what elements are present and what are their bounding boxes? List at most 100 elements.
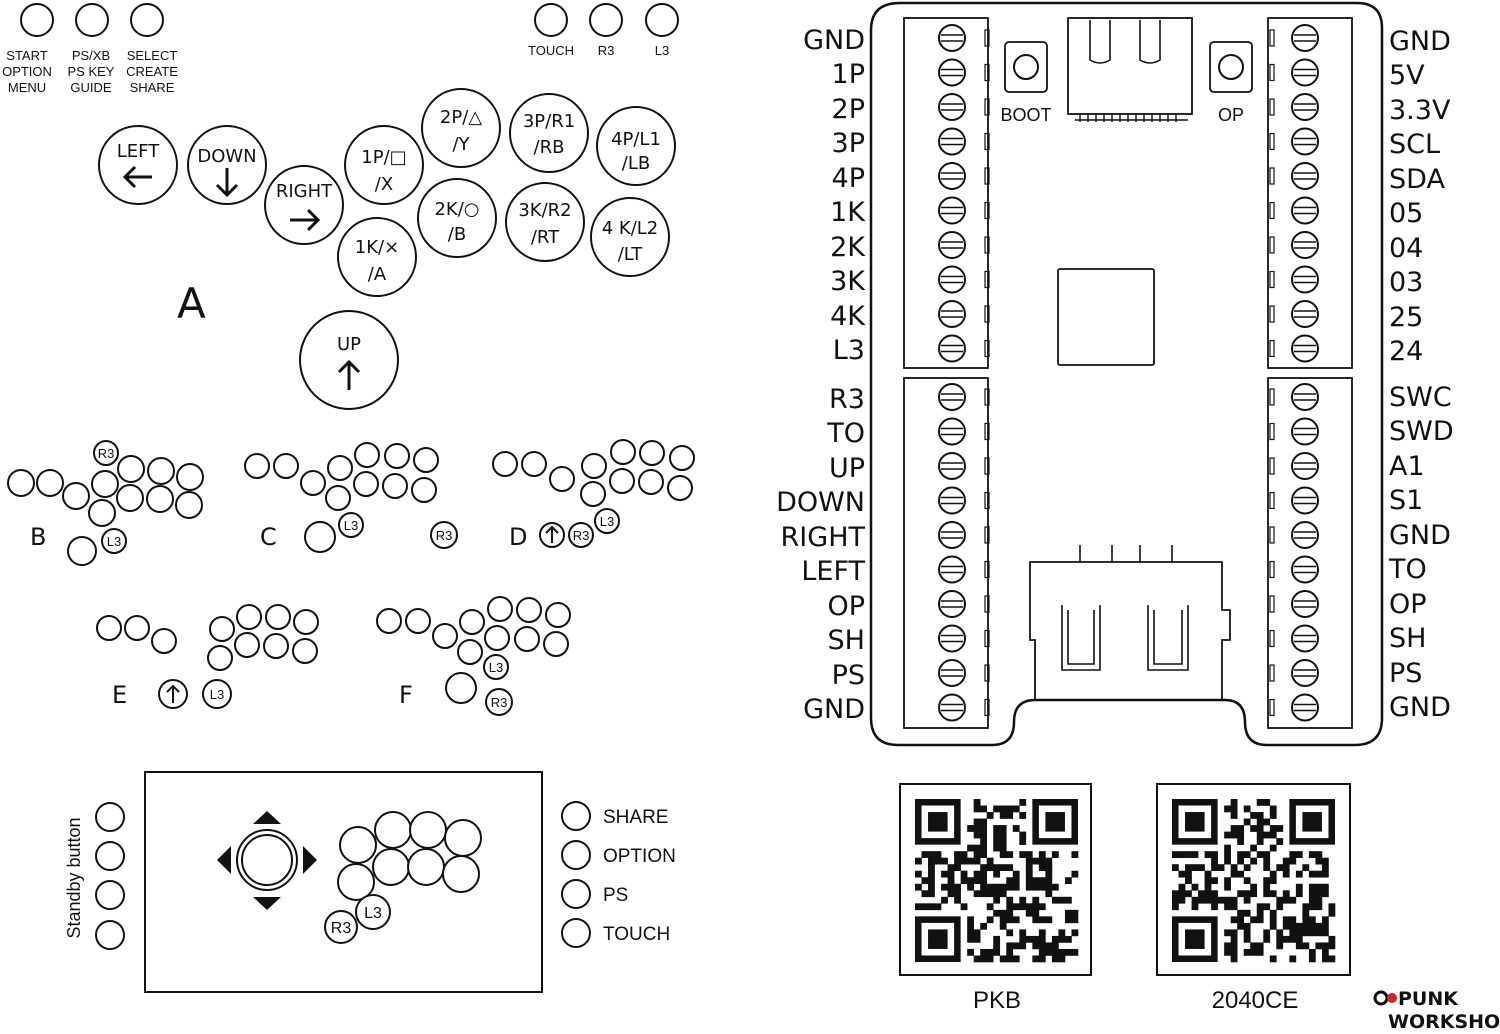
qr-module [993,935,1001,943]
board-outline [869,1,1384,747]
pin-label-right-top: 3.3V [1389,95,1451,126]
qr-module [1263,903,1271,911]
qr-module [973,870,981,878]
qr-module [1224,942,1231,950]
qr-module [1012,825,1020,832]
ps-key-label-line3: GUIDE [70,80,112,95]
qr-module [1237,831,1245,839]
panel-action-button [339,826,377,864]
qr-module [1217,864,1225,872]
qr-module [1289,916,1297,924]
qr-module [1064,948,1072,956]
layout-c-r3-button [430,521,458,549]
qr-module [1064,909,1072,917]
layout-e-button [234,632,260,658]
qr-module [1308,929,1316,937]
qr-module [1243,805,1251,813]
screw-slot-icon [1294,427,1316,436]
terminal-screw [938,590,966,618]
qr-module [1269,890,1277,898]
layout-d-label: D [509,523,527,551]
qr-module [1237,870,1245,878]
layout-c-button [273,453,299,479]
terminal-screw [938,231,966,259]
qr-module [1308,922,1316,930]
usb-c-pins [1075,114,1188,122]
panel-action-button [372,848,410,886]
layout-c-button [327,455,353,481]
qr-module [1269,870,1277,878]
qr-module [934,857,942,865]
qr-module [1025,883,1033,891]
3p-label-line2: /RB [534,137,565,158]
screw-slot-icon [1294,393,1316,401]
qr-module [960,870,968,878]
qr-module [1172,890,1179,898]
qr-module [921,903,929,911]
qr-module [1224,831,1231,839]
terminal-tab [1269,270,1275,289]
qr-module [1263,851,1271,858]
usb-a-port-left [1061,605,1101,671]
qr-module [1256,825,1264,832]
qr-module [921,851,929,858]
qr-module [1191,903,1199,911]
qr-module [1295,929,1303,937]
qr-module [960,857,968,865]
qr-module [999,831,1007,839]
qr-module [1243,818,1251,826]
layout-c-button [354,442,380,468]
qr-module [1282,857,1290,865]
qr-module [1025,935,1033,943]
pin-label-right-bottom: A1 [1389,451,1425,482]
qr-module [1237,825,1245,832]
qr-module [1224,844,1231,852]
pin-label-left-top: GND [803,25,865,56]
qr-module [1321,922,1329,930]
qr-module [967,935,974,943]
qr-module [1321,857,1329,865]
qr-module [1038,935,1046,943]
pin-label-right-top: 03 [1389,267,1423,298]
qr-module [1051,851,1059,858]
qr-module [1263,890,1271,898]
terminal-tab [984,305,990,323]
qr-module [928,851,935,858]
layout-f: L3 R3 F [376,596,571,716]
qr-module [1172,864,1179,872]
qr-module [993,838,1001,845]
qr-module [973,877,981,885]
left-button-label: LEFT [117,141,160,162]
pin-label-left-top: 3P [832,128,865,159]
screw-slot-icon [941,703,963,712]
qr-module [1006,909,1014,917]
qr-module [1250,883,1258,891]
qr-module [993,896,1001,904]
terminal-tab [984,388,990,406]
qr-module [993,909,1001,917]
qr-module [1006,929,1014,937]
qr-caption-2040ce: 2040CE [1212,987,1299,1014]
terminal-screw [938,417,966,446]
qr-module [1045,870,1053,878]
qr-module [967,844,974,852]
qr-module [980,838,988,845]
3k-label-line1: 3K/R2 [518,200,571,221]
qr-module [1328,903,1336,911]
layout-f-button [405,608,431,634]
start-label-line3: MENU [8,80,46,95]
qr-module [1019,831,1027,839]
qr-module [1198,864,1205,872]
2k-label-line2: /B [448,224,466,245]
qr-module [954,896,961,904]
qr-module [1224,877,1231,885]
panel-action-button [442,855,480,893]
layout-b-button [36,469,64,497]
qr-module [1230,825,1238,832]
layout-c-button [244,453,270,479]
1k-label-line1: 1K/× [355,237,399,258]
qr-module [973,844,981,852]
qr-module [1058,929,1066,937]
4k-label-line2: /LT [618,244,644,265]
qr-module [973,805,981,813]
